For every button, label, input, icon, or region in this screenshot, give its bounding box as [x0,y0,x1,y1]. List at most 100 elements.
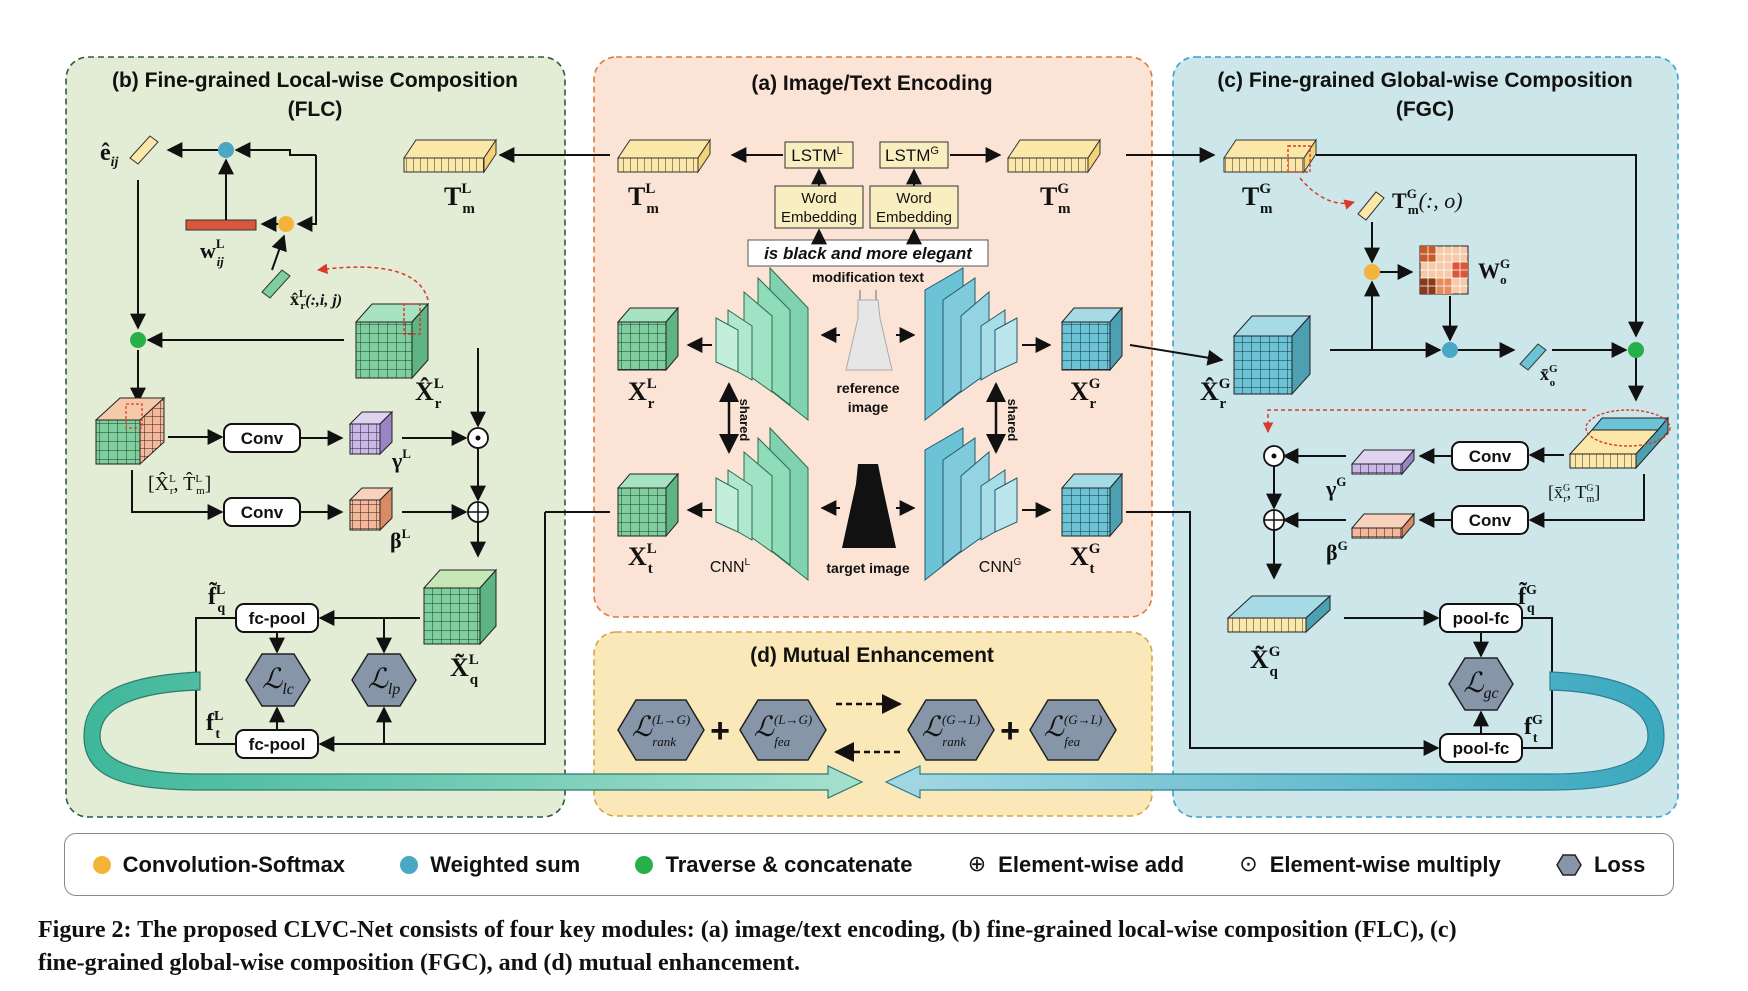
beta-tensor-c [1350,512,1416,540]
text-tensor-local [617,138,711,174]
legend-label-conv-softmax: Convolution-Softmax [122,851,346,877]
hexagon-icon [1556,853,1582,876]
text-tensor-tml-b [403,138,497,174]
panel-d-title: (d) Mutual Enhancement [750,644,994,667]
feature-cube-xrg [1060,306,1124,372]
legend-label-loss: Loss [1593,851,1646,877]
reference-label-2: image [848,399,889,415]
target-dress-image [842,464,896,548]
beta-cube-b [348,486,394,532]
orange-dot-icon [92,855,111,874]
legend-label-weighted-sum: Weighted sum [430,851,581,877]
concat-tensor-c [1568,409,1671,470]
conv-softmax-node-b [278,216,294,232]
attention-map-wog [1419,245,1469,295]
feature-cube-xq-tilde-l [422,568,498,646]
lstm-local-label: LSTML [791,145,842,165]
loss-fea-gl-hexagon [1029,699,1117,761]
panel-d-mutual [593,631,1153,817]
plus-sign-2: + [1000,712,1020,750]
conv-gamma-c-label: Conv [1469,447,1512,466]
figure-caption: Figure 2: The proposed CLVC-Net consists… [38,914,1718,980]
conv-gamma-b-label: Conv [241,429,284,448]
text-tensor-tmg-c [1223,138,1317,174]
loss-lp-hexagon [351,653,417,707]
cnn-global-target [924,427,1018,582]
word-embedding-global-box [869,185,959,229]
feature-cube-xr-hat-g [1232,314,1312,396]
circled-plus-icon: ⊕ [967,852,987,877]
legend-item-loss: Loss [1556,852,1645,878]
caption-line-1: Figure 2: The proposed CLVC-Net consists… [38,917,1457,943]
e-ij-vector [129,135,159,165]
word-embedding-local-l1: Word [801,190,837,207]
cnn-local-target [715,426,809,582]
legend: Convolution-Softmax Weighted sum Travers… [64,833,1674,896]
panel-c-title: (c) Fine-grained Global-wise Composition [1217,69,1632,92]
loss-fea-lg-hexagon [739,699,827,761]
pool-fc-query-label: pool-fc [1453,609,1510,628]
cnn-global-label: CNNG [979,557,1022,576]
panel-b-title: (b) Fine-grained Local-wise Composition [112,69,518,92]
caption-line-2: fine-grained global-wise composition (FG… [38,950,800,976]
cnn-local-label: CNNL [710,557,751,576]
mutual-ribbon-left [83,671,864,799]
target-image-label: target image [826,560,909,576]
shared-label-global: shared [1005,399,1020,442]
gamma-tensor-c [1350,448,1416,476]
legend-label-traverse: Traverse & concatenate [665,851,913,877]
panel-a-title: (a) Image/Text Encoding [751,72,992,95]
word-embedding-local-l2: Embedding [781,209,857,226]
tmg-slice-vector [1357,191,1385,221]
conv-beta-b-label: Conv [241,503,284,522]
fc-pool-target-label: fc-pool [249,735,306,754]
shared-label-local: shared [737,399,752,442]
cnn-local-reference [715,266,809,422]
lstm-global-box [879,141,949,169]
xq-tilde-g-tensor [1226,594,1332,634]
blue-dot-icon [400,855,419,874]
gamma-cube-b [348,410,394,456]
word-embedding-local-box [774,185,864,229]
loss-rank-lg-hexagon [617,699,705,761]
green-dot-icon [635,855,654,874]
concat-cube-b [94,396,166,466]
feature-cube-xrl [616,306,680,372]
lstm-local-box [784,141,854,169]
loss-rank-gl-hexagon [907,699,995,761]
word-embedding-global-l2: Embedding [876,209,952,226]
lstm-global-label: LSTMG [885,145,939,165]
legend-label-add: Element-wise add [998,851,1185,877]
reference-label-1: reference [836,380,899,396]
pool-fc-target-label: pool-fc [1453,739,1510,758]
legend-item-add: ⊕ Element-wise add [968,852,1184,878]
conv-beta-c-label: Conv [1469,511,1512,530]
feature-cube-xr-hat-l [354,302,430,380]
circled-dot-icon: ⊙ [1239,852,1258,877]
w-ij-vector [185,219,257,231]
reference-dress-image [845,290,893,371]
xr-hat-vector [261,269,291,299]
traverse-node-b [130,332,146,348]
weighted-sum-node-c [1442,342,1458,358]
panel-c-subtitle: (FGC) [1396,98,1454,121]
legend-item-conv-softmax: Convolution-Softmax [92,851,346,878]
loss-gc-hexagon [1448,657,1514,711]
legend-item-multiply: ⊙ Element-wise multiply [1239,852,1501,878]
panel-b-subtitle: (FLC) [288,98,343,121]
feature-cube-xtl [616,472,680,538]
legend-label-multiply: Element-wise multiply [1269,851,1501,877]
plus-sign-1: + [710,712,730,750]
modification-text-label: modification text [812,269,924,285]
xo-bar-vector [1519,343,1547,371]
cnn-global-reference [924,267,1018,422]
weighted-sum-node-b [218,142,234,158]
legend-item-traverse: Traverse & concatenate [635,851,913,878]
word-embedding-global-l1: Word [896,190,932,207]
